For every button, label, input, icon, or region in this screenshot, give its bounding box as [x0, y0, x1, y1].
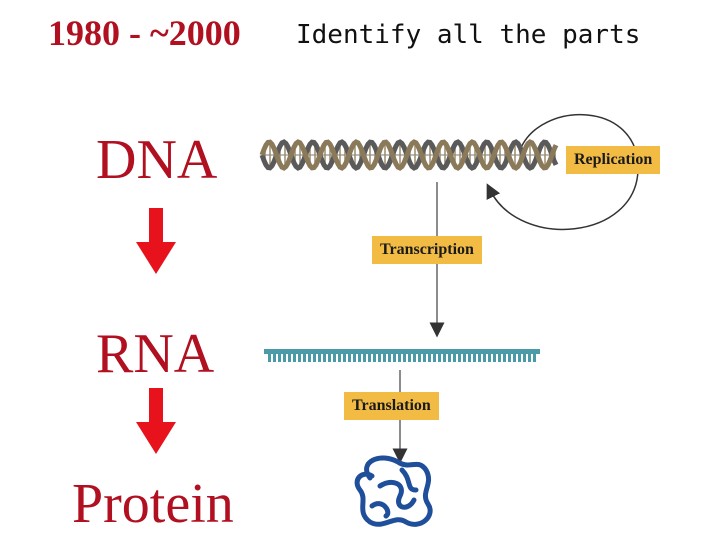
title-subtitle: Identify all the parts [296, 20, 641, 50]
rna-to-protein-arrow [136, 388, 176, 454]
translation-label: Translation [344, 392, 439, 420]
mrna-strand [264, 349, 540, 362]
dna-to-rna-arrow [136, 208, 176, 274]
folded-protein [354, 455, 433, 527]
dna-label: DNA [96, 129, 218, 191]
dna-double-helix [259, 139, 559, 171]
transcription-label: Transcription [372, 236, 482, 264]
replication-label: Replication [566, 146, 661, 174]
central-dogma-diagram [259, 113, 639, 527]
title-years: 1980 - ~2000 [48, 13, 241, 53]
protein-label: Protein [72, 473, 234, 535]
rna-label: RNA [96, 323, 215, 385]
